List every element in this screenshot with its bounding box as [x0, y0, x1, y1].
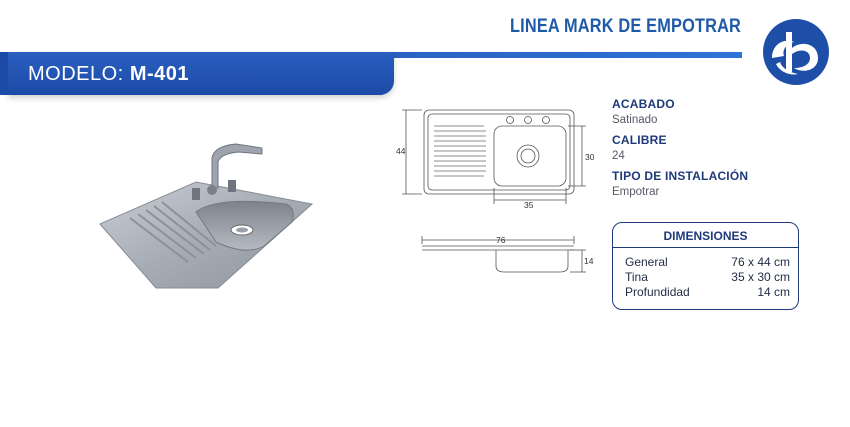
bowl-height-dimension-label: 30: [585, 152, 594, 162]
line-title: LINEA MARK DE EMPOTRAR: [510, 16, 742, 37]
dimension-name: Profundidad: [625, 285, 690, 299]
spec-label: CALIBRE: [612, 133, 667, 147]
dimension-value: 35 x 30 cm: [731, 270, 790, 284]
bowl-width-dimension-label: 35: [524, 200, 534, 210]
top-view-drawing: 44 30 35: [396, 109, 594, 210]
specs-list: ACABADO Satinado CALIBRE 24 TIPO DE INST…: [612, 96, 748, 204]
spec-value: Satinado: [612, 114, 658, 126]
dimension-row-depth: Profundidad 14 cm: [625, 285, 790, 300]
spec-installation: TIPO DE INSTALACIÓN Empotrar: [612, 168, 748, 202]
dimension-name: Tina: [625, 270, 648, 284]
side-view-drawing: 76 14: [421, 235, 594, 273]
model-code: M-401: [129, 63, 190, 85]
height-dimension-label: 44: [396, 146, 406, 156]
spec-label: TIPO DE INSTALACIÓN: [612, 169, 749, 183]
dimensions-box: DIMENSIONES General 76 x 44 cm Tina 35 x…: [612, 222, 799, 310]
model-tab: [0, 52, 394, 95]
dimension-name: General: [625, 255, 668, 269]
spec-finish: ACABADO Satinado: [612, 96, 748, 130]
dimension-row-general: General 76 x 44 cm: [625, 255, 790, 270]
model-label: MODELO:: [28, 63, 124, 85]
spec-value: Empotrar: [612, 186, 660, 198]
sink-photo: [99, 143, 314, 289]
dimension-row-bowl: Tina 35 x 30 cm: [625, 270, 790, 285]
depth-dimension-label: 14: [584, 256, 594, 266]
spec-label: ACABADO: [612, 97, 675, 111]
dimension-value: 14 cm: [757, 285, 790, 299]
dimension-value: 76 x 44 cm: [731, 255, 790, 269]
brand-logo-icon: [763, 19, 829, 85]
spec-value: 24: [612, 150, 625, 162]
width-dimension-label: 76: [496, 235, 506, 245]
spec-gauge: CALIBRE 24: [612, 132, 748, 166]
model-heading: MODELO: M-401: [28, 63, 189, 86]
dimensions-title: DIMENSIONES: [613, 223, 798, 248]
